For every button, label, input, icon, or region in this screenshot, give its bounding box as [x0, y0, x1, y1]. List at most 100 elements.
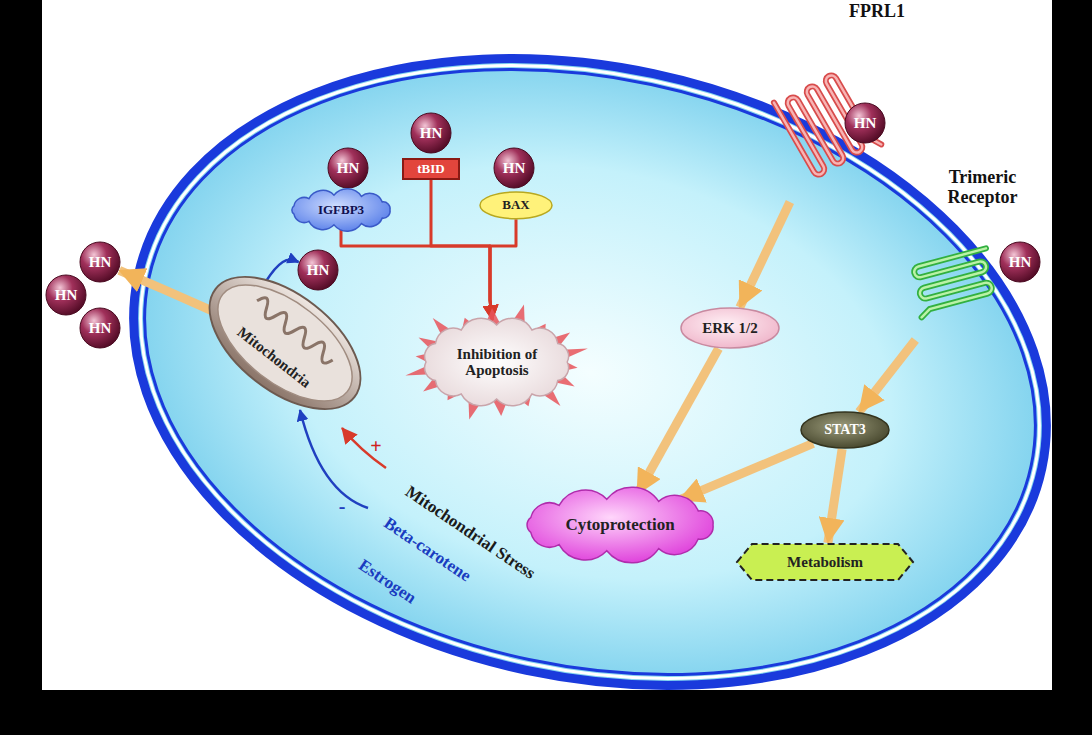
hn-peptide-shape	[411, 113, 451, 153]
erk-ellipse: ERK 1/2	[680, 307, 780, 349]
apoptosis-burst-shape	[406, 366, 432, 376]
hn-peptide-shape	[494, 148, 534, 188]
signal-arrow	[740, 202, 790, 307]
apoptosis-burst-shape	[485, 308, 502, 326]
hn-peptide: HN	[79, 241, 121, 283]
signal-arrow	[679, 443, 813, 500]
hn-peptide-outline	[410, 112, 452, 154]
hn-peptide: HN	[999, 241, 1041, 283]
apoptosis-burst-shape	[555, 374, 575, 386]
hn-peptide: HN	[45, 274, 87, 316]
igfbp3-cloud-text: IGFBP3	[318, 203, 364, 217]
apoptosis-burst-shape	[424, 378, 444, 392]
plus-sign: +	[370, 435, 381, 457]
membrane-inner	[88, 0, 1092, 735]
apoptosis-burst-shape	[425, 318, 569, 405]
hn-peptide-shape	[845, 103, 885, 143]
hn-peptide-text: HN	[337, 160, 360, 177]
bax-ellipse: BAX	[479, 191, 553, 220]
mitochondrion-outline	[195, 278, 375, 408]
fprl1-receptor-shape	[774, 67, 881, 181]
trimeric-receptor-shape	[909, 248, 999, 317]
igfbp3-cloud-shape	[292, 189, 390, 231]
metabolism-hexagon-outline	[736, 543, 914, 581]
hn-peptide-outline	[79, 241, 121, 283]
igfbp3-cloud-outline	[287, 190, 395, 230]
apoptosis-burst-shape	[416, 353, 429, 362]
release-arrow	[263, 260, 299, 290]
signal-arrow	[859, 340, 915, 412]
stat3-ellipse-outline	[800, 411, 890, 449]
apoptosis-burst-shape	[509, 305, 525, 329]
hn-peptide-outline	[327, 147, 369, 189]
inhibition-bracket	[431, 180, 492, 320]
apoptosis-burst-shape	[565, 362, 578, 371]
stat3-ellipse: STAT3	[800, 411, 890, 449]
metabolism-hexagon-text: Metabolism	[787, 554, 863, 571]
hn-peptide-outline	[493, 147, 535, 189]
bax-ellipse-text: BAX	[502, 198, 529, 212]
cytoprotection-cloud-text: Cytoprotection	[565, 516, 674, 535]
metabolism-hexagon-shape	[737, 544, 913, 580]
cytoprotection-cloud-shape	[527, 487, 713, 563]
inhibitor-label: Beta-carotene	[380, 514, 474, 586]
secretion-arrow	[119, 270, 232, 319]
hn-peptide-shape	[80, 242, 120, 282]
apoptosis-burst-text: Inhibition of Apoptosis	[445, 346, 549, 379]
hn-peptide: HN	[327, 147, 369, 189]
signal-arrow	[828, 449, 842, 543]
hn-peptide-text: HN	[1009, 254, 1032, 271]
apoptosis-burst-shape	[532, 324, 546, 336]
trimeric-receptor: Trimeric Receptor	[915, 168, 1050, 340]
cell-membrane	[75, 0, 1092, 735]
stat3-ellipse-text: STAT3	[824, 422, 866, 437]
trimeric-receptor-text: Trimeric Receptor	[923, 168, 1043, 208]
inhibitor-label: Estrogen	[355, 556, 419, 608]
mitochondrion-shape	[252, 295, 337, 367]
apoptosis-burst-shape	[516, 393, 532, 406]
mitochondrion: Mitochondria	[195, 278, 375, 408]
mitochondrion-shape	[186, 251, 384, 435]
mitochondrion-shape	[198, 263, 372, 423]
hn-peptide-outline	[79, 307, 121, 349]
hn-peptide: HN	[410, 112, 452, 154]
apoptosis-burst-shape	[492, 397, 509, 415]
apoptosis-burst-shape	[538, 385, 561, 406]
hn-peptide-outline	[844, 102, 886, 144]
apoptosis-burst-shape	[433, 318, 456, 339]
tbid-box-outline	[402, 158, 460, 180]
mitochondrion-text: Mitochondria	[234, 323, 314, 390]
hn-peptide: HN	[493, 147, 535, 189]
hn-peptide-text: HN	[55, 287, 78, 304]
cell-body	[75, 0, 1092, 735]
apoptosis-burst-shape	[419, 337, 439, 349]
hn-peptide-text: HN	[503, 160, 526, 177]
inhibitor-arrow	[300, 410, 368, 508]
apoptosis-burst-shape	[448, 388, 462, 400]
metabolism-hexagon: Metabolism	[736, 543, 914, 581]
fprl1-receptor-text: FPRL1	[849, 2, 905, 22]
tbid-box: tBID	[402, 158, 460, 180]
cytoprotection-cloud-outline	[522, 494, 718, 556]
hn-peptide-text: HN	[89, 320, 112, 337]
hn-peptide: HN	[297, 249, 339, 291]
trimeric-receptor-shape	[909, 248, 999, 317]
apoptosis-burst-shape	[462, 318, 478, 331]
apoptosis-burst-shape	[469, 395, 485, 419]
tbid-box-shape	[403, 159, 459, 179]
fprl1-receptor-shape	[774, 67, 881, 181]
membrane-gap	[83, 0, 1092, 735]
hn-peptide-outline	[45, 274, 87, 316]
stress-arrow	[342, 428, 386, 468]
fprl1-receptor-outline	[770, 2, 905, 202]
erk-ellipse-shape	[681, 308, 779, 348]
hn-peptide-shape	[80, 308, 120, 348]
fprl1-receptor: FPRL1	[770, 2, 905, 202]
inhibition-bracket	[341, 230, 492, 320]
signal-arrow	[637, 348, 719, 494]
tbid-box-text: tBID	[417, 162, 444, 176]
